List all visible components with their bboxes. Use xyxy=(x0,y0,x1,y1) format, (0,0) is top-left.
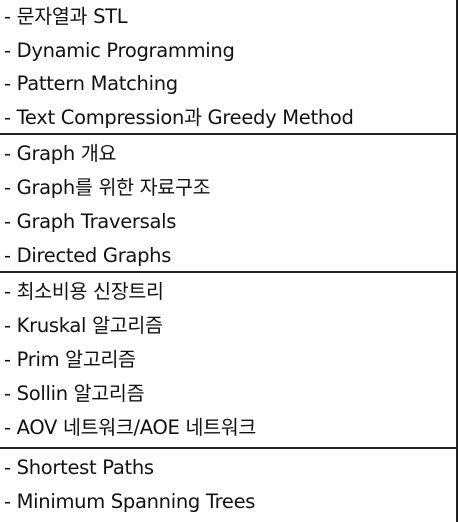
section-graph-basics: - Graph 개요 - Graph를 위한 자료구조 - Graph Trav… xyxy=(0,135,456,273)
section-paths-msts: - Shortest Paths - Minimum Spanning Tree… xyxy=(0,449,456,522)
list-item: - Shortest Paths xyxy=(4,456,154,479)
list-item: - Graph 개요 xyxy=(4,142,117,165)
section-spanning-trees: - 최소비용 신장트리 - Kruskal 알고리즘 - Prim 알고리즘 -… xyxy=(0,273,456,449)
list-item: - Directed Graphs xyxy=(4,244,172,267)
list-item: - Graph Traversals xyxy=(4,210,177,233)
list-item: - 최소비용 신장트리 xyxy=(4,280,164,303)
list-item: - Kruskal 알고리즘 xyxy=(4,314,163,337)
section-strings-dp: - 문자열과 STL - Dynamic Programming - Patte… xyxy=(0,0,456,135)
list-item: - 문자열과 STL xyxy=(4,5,128,28)
list-item: - Pattern Matching xyxy=(4,72,178,95)
list-item: - Minimum Spanning Trees xyxy=(4,490,256,513)
list-item: - Text Compression과 Greedy Method xyxy=(4,105,354,129)
list-item: - Sollin 알고리즘 xyxy=(4,382,145,405)
list-item: - Graph를 위한 자료구조 xyxy=(4,176,211,199)
list-item: - AOV 네트워크/AOE 네트워크 xyxy=(4,416,257,439)
list-item: - Dynamic Programming xyxy=(4,38,235,62)
list-item: - Prim 알고리즘 xyxy=(4,348,136,371)
